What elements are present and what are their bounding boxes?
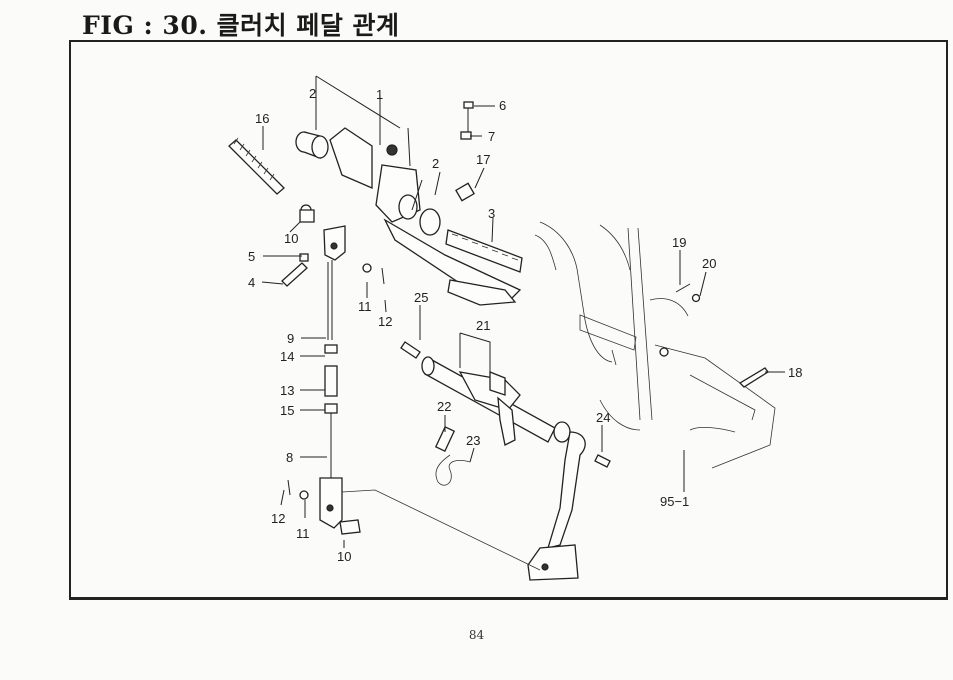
callout-19: 19	[672, 235, 686, 250]
callout-18: 18	[788, 365, 802, 380]
callout-1: 1	[376, 87, 383, 102]
callout-14: 14	[280, 349, 294, 364]
callout-20: 20	[702, 256, 716, 271]
callout-12a: 12	[378, 314, 392, 329]
callout-15: 15	[280, 403, 294, 418]
callout-4: 4	[248, 275, 255, 290]
callout-6: 6	[499, 98, 506, 113]
page-number: 84	[468, 628, 485, 642]
chassis-outline	[534, 221, 776, 469]
callout-labels: 1 2 2 3 4 5 6 7 8 9 10 10 11 11 12 12 13…	[248, 86, 802, 564]
clutch-linkage-rod	[281, 204, 541, 571]
callout-2b: 2	[432, 156, 439, 171]
callout-7: 7	[488, 129, 495, 144]
callout-11b: 11	[296, 526, 310, 541]
callout-11a: 11	[358, 299, 372, 314]
callout-13: 13	[280, 383, 294, 398]
callout-25: 25	[414, 290, 428, 305]
callout-12b: 12	[271, 511, 285, 526]
callout-8: 8	[286, 450, 293, 465]
leader-lines	[261, 75, 785, 548]
pedal-shaft-assembly	[400, 283, 769, 581]
diagram-frame	[69, 40, 948, 600]
callout-9: 9	[287, 331, 294, 346]
callout-10a: 10	[284, 231, 298, 246]
callout-10b: 10	[337, 549, 351, 564]
figure-title: FIG : 30. 클러치 페달 관계	[82, 11, 400, 40]
callout-22: 22	[437, 399, 451, 414]
callout-23: 23	[466, 433, 480, 448]
callout-5: 5	[248, 249, 255, 264]
callout-17: 17	[476, 152, 490, 167]
callout-16: 16	[255, 111, 269, 126]
callout-24: 24	[596, 410, 610, 425]
callout-21: 21	[476, 318, 490, 333]
callout-95-1: 95−1	[660, 494, 689, 509]
clutch-pedal-bracket	[228, 101, 523, 306]
callout-2a: 2	[309, 86, 316, 101]
callout-3: 3	[488, 206, 495, 221]
